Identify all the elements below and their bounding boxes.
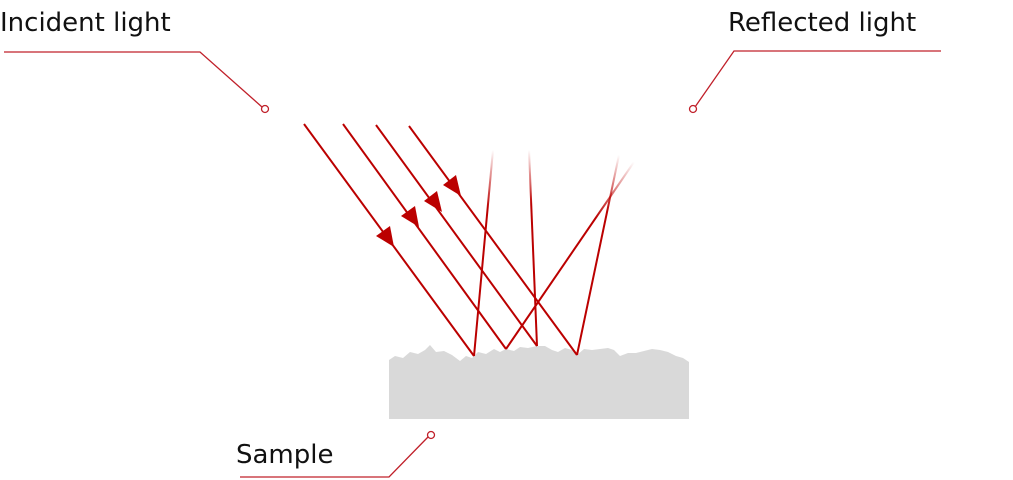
reflected-leader-line xyxy=(694,50,941,108)
sample-leader-dot xyxy=(426,430,436,440)
reflected-leader-dot xyxy=(688,104,698,114)
incident-ray-2 xyxy=(342,123,507,350)
sample-label: Sample xyxy=(236,440,334,470)
reflected-ray-2 xyxy=(528,149,538,347)
arrowhead-icon xyxy=(376,226,394,247)
arrowhead-icon xyxy=(443,175,461,196)
incident-light-label: Incident light xyxy=(0,8,171,38)
sample-block xyxy=(389,345,689,419)
reflected-rays xyxy=(473,149,635,357)
incident-ray-3 xyxy=(375,124,538,347)
arrowhead-icon xyxy=(401,206,419,227)
incident-leader-line xyxy=(4,51,263,108)
arrowhead-icon xyxy=(424,191,442,212)
reflected-ray-1 xyxy=(473,149,494,357)
reflected-ray-3 xyxy=(505,161,635,350)
sample-leader-line xyxy=(240,436,429,478)
incident-ray-4 xyxy=(408,125,578,356)
reflected-ray-4 xyxy=(576,154,620,356)
incident-leader-dot xyxy=(260,104,270,114)
reflected-light-label: Reflected light xyxy=(728,8,916,38)
incident-arrowheads xyxy=(376,175,461,247)
